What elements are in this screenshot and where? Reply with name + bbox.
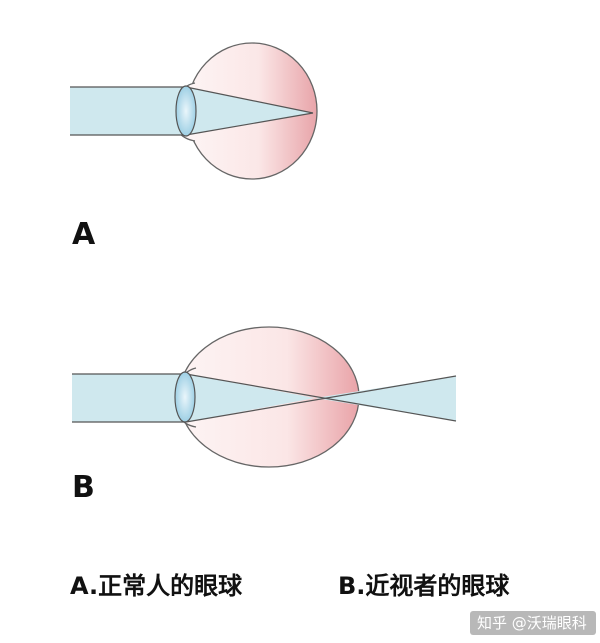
watermark-text: 知乎 @沃瑞眼科 xyxy=(477,614,587,632)
caption-a: A.正常人的眼球 xyxy=(70,572,243,600)
panel-b: B xyxy=(72,326,457,505)
panel-label-b: B xyxy=(72,470,95,505)
lens-b xyxy=(174,371,196,423)
light-beam-a xyxy=(70,87,186,135)
diverging-cone-b xyxy=(315,376,456,421)
watermark: 知乎 @沃瑞眼科 xyxy=(470,611,596,635)
focus-cone-b xyxy=(186,374,315,422)
lens-a xyxy=(175,85,197,137)
panel-label-a: A xyxy=(72,217,96,252)
focus-cone-a xyxy=(186,87,313,135)
panel-a: A xyxy=(70,42,318,252)
light-beam-b xyxy=(72,374,186,422)
caption-b: B.近视者的眼球 xyxy=(338,572,510,600)
